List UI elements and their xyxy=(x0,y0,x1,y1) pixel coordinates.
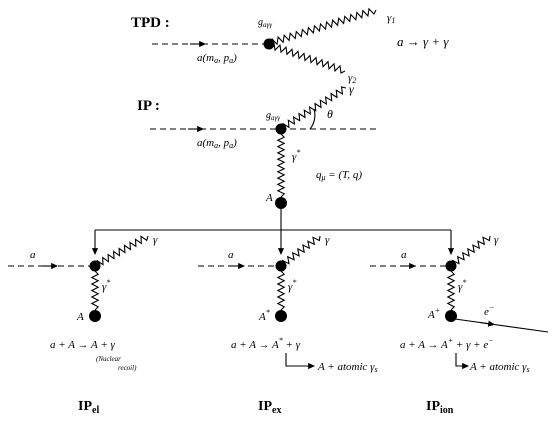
panel-el-photon xyxy=(95,235,149,266)
ip-virtual-photon xyxy=(276,133,286,198)
q-mu-label: qμ = (T, q) xyxy=(316,169,362,182)
panel-el-title: IPel xyxy=(78,399,99,416)
ip-coupling: gaγγ xyxy=(266,110,280,122)
panel-ex-target-label: A* xyxy=(258,308,270,323)
ip-vertex xyxy=(275,123,287,135)
ip-gamma-star: γ* xyxy=(292,148,300,163)
ip-gamma-label: γ xyxy=(349,82,354,96)
tpd-photon1-wave xyxy=(269,7,377,46)
tpd-axion-label: a(ma, pa) xyxy=(197,52,237,65)
panel-ex-gamma: γ xyxy=(325,234,330,246)
panel-el-gamma-star: γ* xyxy=(102,278,110,293)
panel-el-gamma: γ xyxy=(153,234,158,246)
panel-ion-gamma: γ xyxy=(494,234,499,246)
gamma1-label: γ1 xyxy=(387,12,395,25)
panel-el-target-label: A xyxy=(76,311,84,323)
tpd-label: TPD : xyxy=(131,15,170,31)
tpd-photon2-wave xyxy=(269,42,346,74)
panel-ion-photon xyxy=(451,235,491,266)
panel-el-vertex xyxy=(89,260,101,272)
panel-ex-virtual xyxy=(276,270,286,311)
panel-ion-electron-line xyxy=(454,318,549,333)
panel-ex-followup: A + atomic γs xyxy=(317,361,378,374)
panel-ex-equation: a + A → A* + γ xyxy=(231,336,301,351)
panel-ion-gamma-star: γ* xyxy=(458,278,466,293)
panel-el-virtual xyxy=(90,270,100,311)
panel-ex-gamma-star: γ* xyxy=(288,278,296,293)
panel-el-a: a xyxy=(30,249,36,261)
panel-ion-electron: e− xyxy=(484,303,494,318)
panel-ex-a: a xyxy=(228,249,234,261)
panel-ion: a γ γ* A+ e− a + A → A+ + γ + e− A + ato… xyxy=(370,234,549,416)
panel-el-note2: recoil) xyxy=(118,364,137,372)
ip-photon-wave xyxy=(281,86,347,129)
panel-el-target xyxy=(89,310,101,322)
panel-ion-title: IPion xyxy=(426,399,454,416)
panel-ion-virtual xyxy=(446,270,456,311)
ip-axion-label: a(ma, pa) xyxy=(197,137,237,150)
theta-label: θ xyxy=(327,107,333,121)
nucleus-label: A xyxy=(265,192,273,204)
tpd-vertex xyxy=(263,38,275,50)
theta-arc xyxy=(309,108,316,130)
panel-el-note1: (Nuclear xyxy=(96,355,121,363)
panel-ion-equation: a + A → A+ + γ + e− xyxy=(400,336,494,351)
tpd-coupling: gaγγ xyxy=(258,17,272,29)
panel-ion-followup: A + atomic γs xyxy=(469,361,530,374)
panel-el-equation: a + A → A + γ xyxy=(50,339,115,351)
panel-ion-target-label: A+ xyxy=(427,306,440,321)
panel-el: a γ γ* A a + A → A + γ (Nuclear recoil) … xyxy=(8,234,158,416)
decay-equation: a → γ + γ xyxy=(397,34,449,49)
gamma2-label: γ2 xyxy=(348,72,356,85)
panel-ex-title: IPex xyxy=(258,399,281,416)
panel-ion-vertex xyxy=(445,260,457,272)
panel-ex-photon xyxy=(281,235,321,266)
panel-ion-a: a xyxy=(401,249,407,261)
panel-ex: a γ γ* A* a + A → A* + γ A + atomic γs I… xyxy=(198,234,378,416)
panel-ion-target xyxy=(445,310,457,322)
panel-ion-followup-arrow xyxy=(455,353,470,370)
panel-ex-target xyxy=(275,310,287,322)
panel-ex-vertex xyxy=(275,260,287,272)
nucleus-dot xyxy=(275,197,287,209)
ip-label: IP : xyxy=(137,98,160,114)
panel-ex-followup-arrow xyxy=(285,353,316,370)
panel-ion-electron-arrow xyxy=(479,320,496,327)
